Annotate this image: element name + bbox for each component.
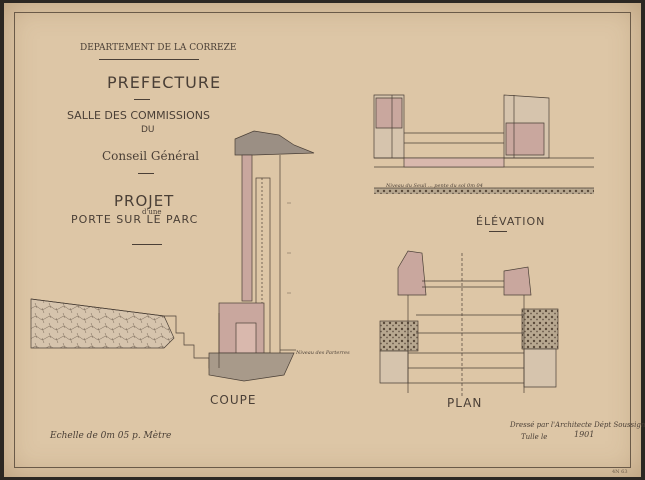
architect-note: Dressé par l'Architecte Dépt Soussigné bbox=[510, 421, 645, 429]
archive-code: 4N 63 bbox=[612, 469, 628, 475]
coupe-label: COUPE bbox=[210, 393, 257, 407]
title-rule bbox=[99, 59, 199, 60]
conseil-title: Conseil Général bbox=[102, 149, 200, 163]
department-title: DEPARTEMENT DE LA CORREZE bbox=[80, 43, 237, 53]
plan-label: PLAN bbox=[447, 396, 483, 410]
porte-title: PORTE SUR LE PARC bbox=[71, 213, 199, 226]
title-rule bbox=[132, 244, 162, 245]
du-label: DU bbox=[141, 125, 155, 135]
salle-title: SALLE DES COMMISSIONS bbox=[67, 109, 210, 122]
date-year: 1901 bbox=[574, 430, 595, 439]
projet-title: PROJET bbox=[114, 192, 175, 210]
scale-note: Echelle de 0m 05 p. Mètre bbox=[50, 431, 172, 441]
elevation-label: ÉLÉVATION bbox=[476, 215, 546, 228]
place-date-label: Tulle le bbox=[521, 433, 548, 441]
title-rule bbox=[134, 99, 150, 100]
coupe-section-drawing bbox=[30, 130, 315, 382]
title-rule bbox=[138, 173, 154, 174]
coupe-level-note: Niveau des Parterres bbox=[296, 350, 350, 356]
prefecture-title: PREFECTURE bbox=[107, 73, 222, 92]
d-une-label: d'une bbox=[142, 208, 162, 216]
drawing-frame-border bbox=[14, 12, 631, 468]
elevation-level-note: Niveau du Seuil ... pente du sol 0m 04 bbox=[386, 183, 483, 189]
view-label-rule bbox=[489, 231, 507, 232]
plan-drawing bbox=[379, 250, 559, 398]
coupe-dimension-ticks bbox=[287, 202, 291, 294]
elevation-drawing bbox=[373, 94, 594, 194]
drawing-sheet: DEPARTEMENT DE LA CORREZE PREFECTURE SAL… bbox=[4, 3, 645, 477]
architectural-drawings bbox=[30, 94, 594, 398]
